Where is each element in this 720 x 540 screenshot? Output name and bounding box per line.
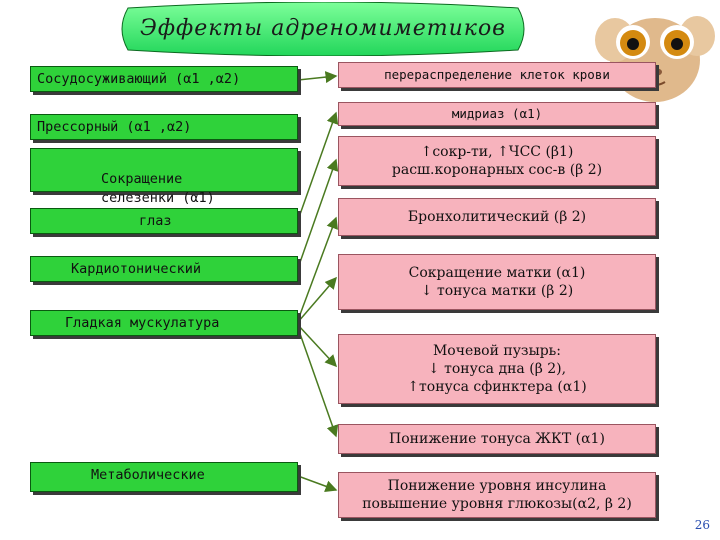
result-mydriasis: мидриаз (α1) — [338, 102, 656, 126]
arrow-smooth-to-bronchi — [297, 216, 338, 321]
result-label: ↑сокр-ти, ↑ЧСС (β1) расш.коронарных сос-… — [391, 144, 603, 178]
title-banner: Эффекты адреномиметиков — [108, 2, 538, 56]
arrow-smooth-to-gi — [297, 327, 339, 438]
result-heart: ↑сокр-ти, ↑ЧСС (β1) расш.коронарных сос-… — [338, 136, 656, 186]
result-label: перераспределение клеток крови — [384, 67, 610, 82]
effect-label: глаз — [139, 213, 172, 229]
result-bronchodilator: Бронхолитический (β 2) — [338, 198, 656, 236]
result-label: мидриаз (α1) — [451, 106, 543, 121]
arrow-metabolic-to-insulin — [297, 475, 338, 493]
effect-label: Метаболические — [91, 467, 205, 483]
effect-eye: глаз — [30, 208, 298, 234]
result-blood-redistribution: перераспределение клеток крови — [338, 62, 656, 88]
effect-cardiotonic: Кардиотонический — [30, 256, 298, 282]
page-title: Эффекты адреномиметиков — [140, 16, 506, 41]
arrow-vaso-to-blood — [297, 71, 338, 84]
effect-label: Прессорный (α1 ,α2) — [37, 119, 192, 135]
effect-smooth-muscle: Гладкая мускулатура — [30, 310, 298, 336]
effect-label: Сокращение селезенки (α1) — [101, 171, 215, 206]
arrow-cardio-to-heart — [297, 158, 339, 269]
result-label: Понижение тонуса ЖКТ (α1) — [389, 431, 605, 447]
page-number: 26 — [694, 518, 710, 532]
result-label: Мочевой пузырь: ↓ тонуса дна (β 2), ↑тон… — [407, 343, 587, 395]
result-label: Бронхолитический (β 2) — [407, 209, 587, 225]
effect-metabolic: Метаболические — [30, 462, 298, 492]
title-banner-shape — [121, 2, 525, 56]
effect-spleen-contraction: Сокращение селезенки (α1) — [30, 148, 298, 206]
result-gi-tract: Понижение тонуса ЖКТ (α1) — [338, 424, 656, 454]
result-bladder: Мочевой пузырь: ↓ тонуса дна (β 2), ↑тон… — [338, 334, 656, 404]
result-insulin-glucose: Понижение уровня инсулина повышение уров… — [338, 472, 656, 518]
arrow-eye-to-mydriasis — [297, 111, 339, 221]
effect-vasoconstrictor: Сосудосуживающий (α1 ,α2) — [30, 66, 298, 92]
result-label: Понижение уровня инсулина повышение уров… — [362, 478, 632, 512]
arrow-smooth-to-uterus — [297, 276, 337, 323]
result-uterus: Сокращение матки (α1) ↓ тонуса матки (β … — [338, 254, 656, 310]
effect-label: Сосудосуживающий (α1 ,α2) — [37, 71, 241, 87]
effect-label: Кардиотонический — [71, 261, 202, 277]
arrow-smooth-to-bladder — [297, 324, 338, 368]
effect-pressor: Прессорный (α1 ,α2) — [30, 114, 298, 140]
effect-label: Гладкая мускулатура — [65, 315, 220, 331]
result-label: Сокращение матки (α1) ↓ тонуса матки (β … — [408, 265, 586, 299]
